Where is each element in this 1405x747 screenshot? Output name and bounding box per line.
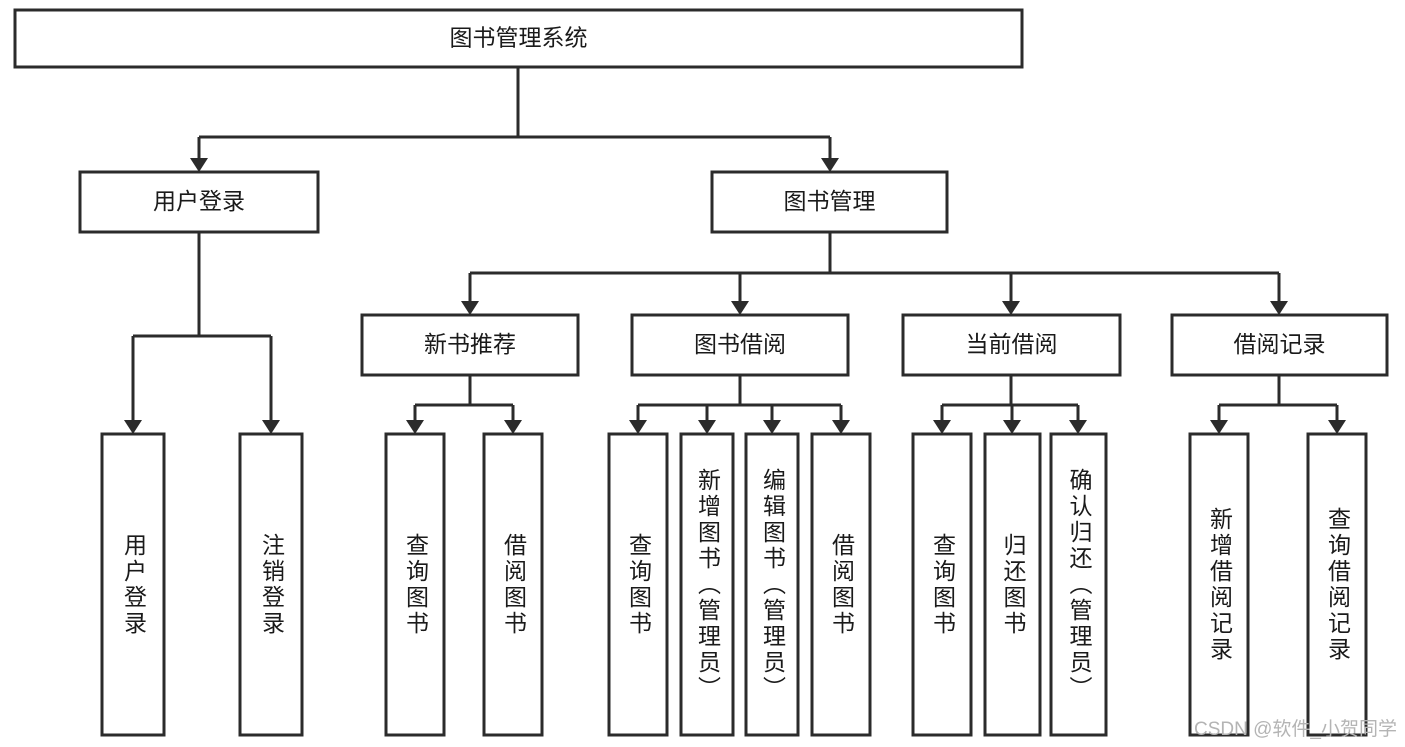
node-box-book-borrow[interactable] xyxy=(630,313,850,377)
node-label-wrapper-leaf-add-borrow-record: 新增借阅记录 xyxy=(1206,506,1233,663)
node-leaf-query-borrow-record[interactable]: 查询借阅记录 xyxy=(1306,432,1368,737)
node-label-leaf-query-book-recommend: 查询图书 xyxy=(402,532,429,637)
node-leaf-add-book-admin[interactable]: 新增图书（管理员） xyxy=(679,432,735,737)
node-box-current-borrow[interactable] xyxy=(901,313,1122,377)
node-root[interactable]: 图书管理系统 xyxy=(13,8,1024,69)
node-label-new-book-recommend: 新书推荐 xyxy=(424,331,516,357)
arrow-head-icon xyxy=(1270,301,1288,315)
node-label-book-management: 图书管理 xyxy=(784,188,876,214)
node-label-wrapper-leaf-logout-login: 注销登录 xyxy=(258,532,285,637)
arrow-head-icon xyxy=(1210,420,1228,434)
node-box-leaf-borrow-book[interactable] xyxy=(810,432,872,737)
node-box-leaf-borrow-book-recommend[interactable] xyxy=(482,432,544,737)
arrow-head-icon xyxy=(504,420,522,434)
node-label-wrapper-leaf-query-book-borrow: 查询图书 xyxy=(625,532,652,637)
node-label-leaf-user-login: 用户登录 xyxy=(120,532,147,637)
node-box-new-book-recommend[interactable] xyxy=(360,313,580,377)
node-box-leaf-confirm-return-admin[interactable] xyxy=(1049,432,1108,737)
nodes-layer: 图书管理系统用户登录图书管理新书推荐图书借阅当前借阅借阅记录用户登录注销登录查询… xyxy=(13,8,1389,737)
node-label-leaf-query-book-borrow: 查询图书 xyxy=(625,532,652,637)
arrow-head-icon xyxy=(731,301,749,315)
arrow-head-icon xyxy=(629,420,647,434)
node-label-leaf-query-book-current: 查询图书 xyxy=(929,532,956,637)
node-label-leaf-logout-login: 注销登录 xyxy=(258,532,285,637)
arrow-head-icon xyxy=(190,158,208,172)
node-leaf-borrow-book[interactable]: 借阅图书 xyxy=(810,432,872,737)
node-label-wrapper-leaf-return-book: 归还图书 xyxy=(1000,532,1026,637)
node-box-user-login[interactable] xyxy=(78,170,320,234)
node-box-leaf-user-login[interactable] xyxy=(100,432,166,737)
node-leaf-confirm-return-admin[interactable]: 确认归还（管理员） xyxy=(1049,432,1108,737)
node-label-wrapper-leaf-confirm-return-admin: 确认归还（管理员） xyxy=(1066,467,1092,702)
arrow-head-icon xyxy=(1069,420,1087,434)
node-box-leaf-add-book-admin[interactable] xyxy=(679,432,735,737)
node-box-book-management[interactable] xyxy=(710,170,949,234)
node-label-wrapper-leaf-query-borrow-record: 查询借阅记录 xyxy=(1324,506,1351,663)
arrow-head-icon xyxy=(832,420,850,434)
arrow-head-icon xyxy=(933,420,951,434)
arrow-heads-layer xyxy=(124,158,1346,434)
node-label-leaf-add-book-admin: 新增图书（管理员） xyxy=(694,467,721,702)
arrow-head-icon xyxy=(763,420,781,434)
node-leaf-query-book-current[interactable]: 查询图书 xyxy=(911,432,973,737)
node-user-login[interactable]: 用户登录 xyxy=(78,170,320,234)
node-leaf-edit-book-admin[interactable]: 编辑图书（管理员） xyxy=(744,432,800,737)
node-box-leaf-return-book[interactable] xyxy=(983,432,1042,737)
node-label-leaf-query-borrow-record: 查询借阅记录 xyxy=(1324,506,1351,663)
node-label-leaf-borrow-book-recommend: 借阅图书 xyxy=(500,532,527,637)
arrow-head-icon xyxy=(1002,301,1020,315)
node-label-wrapper-leaf-add-book-admin: 新增图书（管理员） xyxy=(694,467,721,702)
node-box-leaf-logout-login[interactable] xyxy=(238,432,304,737)
node-label-current-borrow: 当前借阅 xyxy=(966,331,1058,357)
node-label-leaf-add-borrow-record: 新增借阅记录 xyxy=(1206,506,1233,663)
node-borrow-record[interactable]: 借阅记录 xyxy=(1170,313,1389,377)
arrow-head-icon xyxy=(406,420,424,434)
node-box-leaf-query-book-borrow[interactable] xyxy=(607,432,669,737)
node-book-borrow[interactable]: 图书借阅 xyxy=(630,313,850,377)
node-label-leaf-return-book: 归还图书 xyxy=(1000,532,1026,637)
arrow-head-icon xyxy=(124,420,142,434)
arrow-head-icon xyxy=(698,420,716,434)
node-box-leaf-edit-book-admin[interactable] xyxy=(744,432,800,737)
arrow-head-icon xyxy=(1328,420,1346,434)
node-new-book-recommend[interactable]: 新书推荐 xyxy=(360,313,580,377)
node-box-leaf-query-book-current[interactable] xyxy=(911,432,973,737)
node-label-book-borrow: 图书借阅 xyxy=(694,331,786,357)
node-leaf-return-book[interactable]: 归还图书 xyxy=(983,432,1042,737)
node-label-user-login: 用户登录 xyxy=(153,188,245,214)
node-book-management[interactable]: 图书管理 xyxy=(710,170,949,234)
node-label-wrapper-leaf-query-book-recommend: 查询图书 xyxy=(402,532,429,637)
arrow-head-icon xyxy=(1003,420,1021,434)
arrow-head-icon xyxy=(461,301,479,315)
node-leaf-logout-login[interactable]: 注销登录 xyxy=(238,432,304,737)
node-label-wrapper-leaf-borrow-book: 借阅图书 xyxy=(828,532,855,637)
arrow-head-icon xyxy=(262,420,280,434)
node-leaf-add-borrow-record[interactable]: 新增借阅记录 xyxy=(1188,432,1250,737)
node-box-leaf-query-book-recommend[interactable] xyxy=(384,432,446,737)
arrow-head-icon xyxy=(821,158,839,172)
node-label-leaf-borrow-book: 借阅图书 xyxy=(828,532,855,637)
node-label-leaf-edit-book-admin: 编辑图书（管理员） xyxy=(759,467,786,702)
node-label-wrapper-leaf-borrow-book-recommend: 借阅图书 xyxy=(500,532,527,637)
node-leaf-query-book-recommend[interactable]: 查询图书 xyxy=(384,432,446,737)
node-label-root: 图书管理系统 xyxy=(450,25,588,51)
node-box-leaf-add-borrow-record[interactable] xyxy=(1188,432,1250,737)
node-label-wrapper-leaf-edit-book-admin: 编辑图书（管理员） xyxy=(759,467,786,702)
node-label-leaf-confirm-return-admin: 确认归还（管理员） xyxy=(1066,467,1092,702)
node-leaf-borrow-book-recommend[interactable]: 借阅图书 xyxy=(482,432,544,737)
node-box-root[interactable] xyxy=(13,8,1024,69)
node-box-borrow-record[interactable] xyxy=(1170,313,1389,377)
node-box-leaf-query-borrow-record[interactable] xyxy=(1306,432,1368,737)
node-label-wrapper-leaf-user-login: 用户登录 xyxy=(120,532,147,637)
node-current-borrow[interactable]: 当前借阅 xyxy=(901,313,1122,377)
node-leaf-user-login[interactable]: 用户登录 xyxy=(100,432,166,737)
node-label-wrapper-leaf-query-book-current: 查询图书 xyxy=(929,532,956,637)
node-leaf-query-book-borrow[interactable]: 查询图书 xyxy=(607,432,669,737)
connectors-layer xyxy=(131,67,1339,422)
node-label-borrow-record: 借阅记录 xyxy=(1234,331,1326,357)
